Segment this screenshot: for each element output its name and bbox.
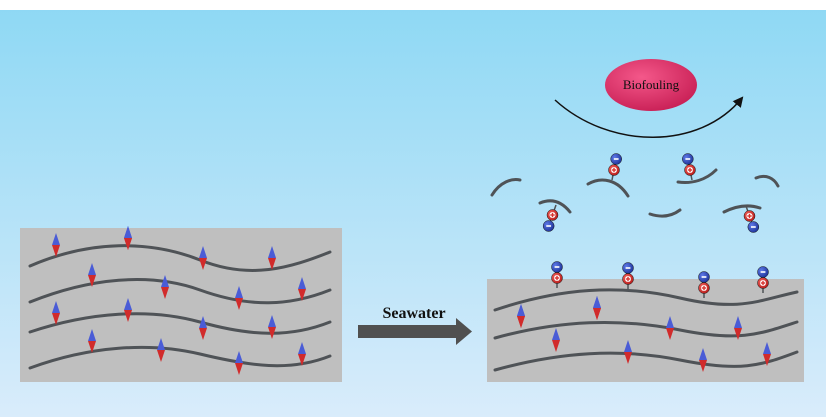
- released-fragments: [490, 168, 780, 218]
- diamond-dipole-icon: [199, 316, 207, 340]
- diamond-dipole-icon: [268, 315, 276, 339]
- negative-ion-icon: [542, 220, 555, 232]
- polymer-chain: [493, 350, 799, 372]
- zwitterion: [743, 205, 760, 233]
- positive-ion-icon: [608, 164, 620, 176]
- diamond-dipole-icon: [161, 275, 169, 299]
- negative-ion-icon: [747, 221, 760, 233]
- right-panel-block: [487, 279, 804, 382]
- diamond-dipole-icon: [235, 351, 243, 375]
- zwitterion: [757, 266, 769, 293]
- diamond-dipole-icon: [157, 338, 165, 362]
- polymer-chain: [493, 288, 799, 312]
- diamond-dipole-icon: [199, 246, 207, 270]
- polymer-chain: [28, 345, 332, 370]
- chain-fragment: [490, 178, 522, 197]
- left-polymer-chains: [28, 244, 332, 370]
- negative-ion-icon: [698, 271, 710, 283]
- diamond-dipole-icon: [52, 301, 60, 325]
- polymer-chain: [493, 320, 799, 340]
- diamond-dipole-icon: [552, 328, 560, 352]
- chain-fragment: [538, 199, 572, 214]
- left-polymer-panel: [20, 226, 342, 382]
- zwitterion: [608, 153, 622, 181]
- negative-ion-icon: [622, 262, 634, 274]
- diamond-dipole-icon: [298, 342, 306, 366]
- diamond-dipole-icon: [268, 246, 276, 270]
- positive-ion-icon: [546, 209, 559, 221]
- negative-ion-icon: [610, 153, 622, 165]
- fragment-zwitterions: [542, 153, 760, 233]
- diamond-dipole-icon: [88, 263, 96, 287]
- diamond-dipole-icon: [88, 329, 96, 353]
- seawater-arrow: Seawater: [358, 305, 472, 345]
- diamond-dipole-icon: [124, 226, 132, 250]
- chain-fragment: [676, 168, 718, 184]
- diamond-dipole-icon: [298, 277, 306, 301]
- zwitterion: [622, 262, 634, 289]
- chain-fragment: [648, 208, 682, 218]
- polymer-chain: [28, 278, 332, 305]
- positive-ion-icon: [622, 273, 634, 285]
- diamond-dipole-icon: [235, 286, 243, 310]
- positive-ion-icon: [551, 272, 563, 284]
- positive-ion-icon: [743, 210, 756, 222]
- diamond-dipole-icon: [734, 316, 742, 340]
- arrow-head: [456, 318, 472, 345]
- zwitterion: [551, 261, 563, 288]
- negative-ion-icon: [682, 153, 694, 165]
- zwitterion: [542, 204, 559, 232]
- biofouling-curved-arrow: [554, 96, 744, 138]
- polymer-chain: [28, 312, 332, 335]
- zwitterion: [698, 271, 710, 298]
- diamond-dipole-icon: [124, 298, 132, 322]
- seawater-label: Seawater: [382, 305, 445, 322]
- positive-ion-icon: [757, 277, 769, 289]
- left-panel-block: [20, 228, 342, 382]
- diamond-dipole-icon: [52, 233, 60, 257]
- chain-fragment: [754, 174, 780, 188]
- diamond-dipole-icon: [763, 342, 771, 366]
- chain-fragment: [586, 178, 630, 198]
- diamond-dipole-icon: [666, 316, 674, 340]
- positive-ion-icon: [684, 164, 696, 176]
- diamond-dipole-icon: [593, 296, 601, 320]
- arrow-shaft: [358, 325, 458, 338]
- diamond-dipole-icon: [517, 304, 525, 328]
- diamond-dipole-icon: [699, 348, 707, 372]
- positive-ion-icon: [698, 282, 710, 294]
- left-dipoles: [52, 226, 306, 375]
- top-white-band: [0, 0, 826, 10]
- zwitterion: [682, 153, 696, 181]
- biofouling-label: Biofouling: [623, 77, 680, 92]
- right-polymer-chains: [493, 288, 799, 372]
- biofouling-group: Biofouling: [554, 59, 744, 138]
- biofouling-bubble: [605, 59, 697, 111]
- surface-zwitterions: [551, 261, 769, 298]
- right-polymer-panel: [487, 261, 804, 382]
- right-dipoles: [517, 296, 771, 372]
- negative-ion-icon: [551, 261, 563, 273]
- chain-fragment: [722, 204, 762, 214]
- negative-ion-icon: [757, 266, 769, 278]
- diamond-dipole-icon: [624, 340, 632, 364]
